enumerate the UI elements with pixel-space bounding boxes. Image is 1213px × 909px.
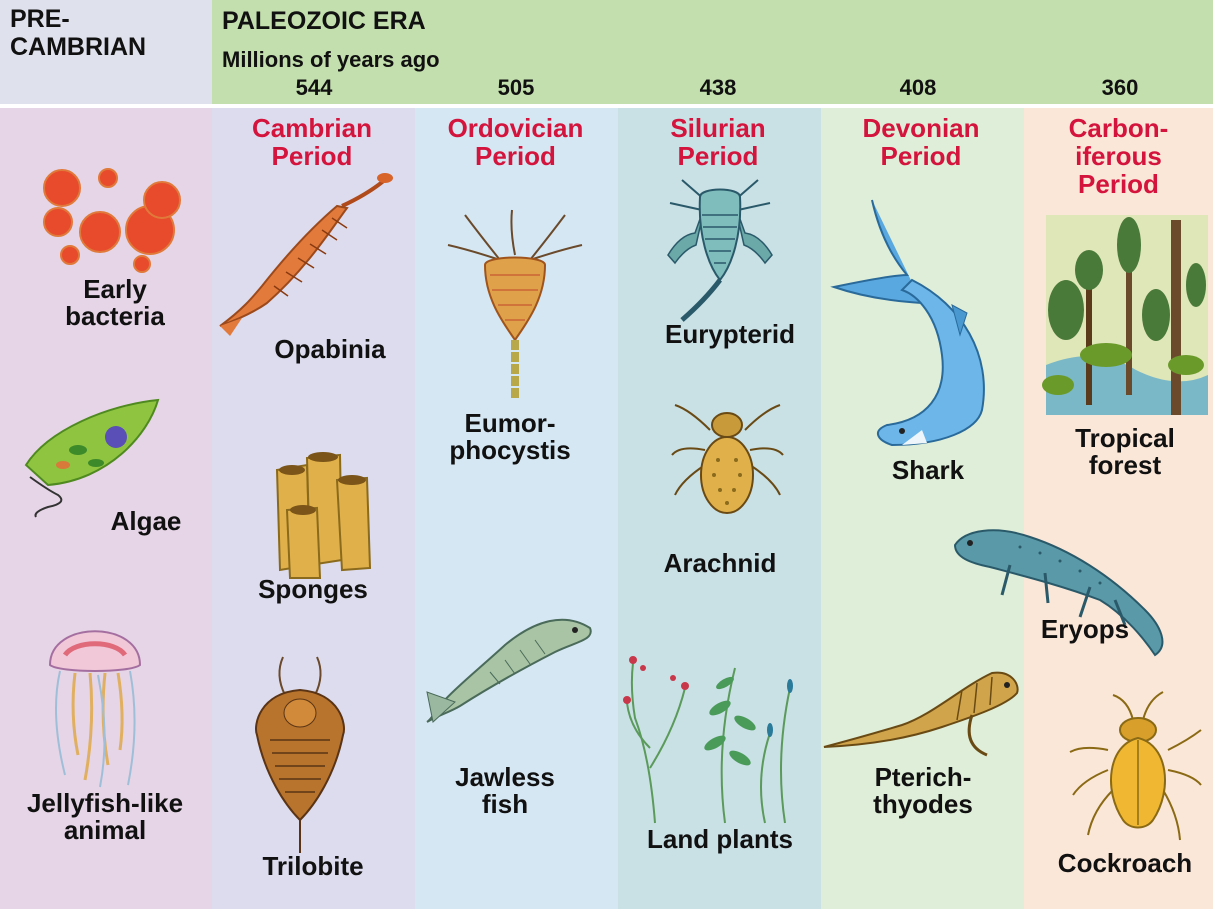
- shark-label: Shark: [858, 457, 998, 484]
- jawless-fish-label: Jawless fish: [430, 764, 580, 819]
- algae-illustration: [18, 395, 168, 520]
- sponges-illustration: [262, 440, 382, 580]
- opabinia-illustration: [212, 168, 397, 338]
- jawless-fish-illustration: [425, 610, 595, 725]
- sponges-label: Sponges: [238, 576, 388, 603]
- period-title-silurian: Silurian Period: [618, 114, 818, 170]
- year-label: 438: [668, 76, 768, 99]
- pterichthyodes-label: Pterich- thyodes: [848, 764, 998, 819]
- eumorphocystis-label: Eumor- phocystis: [435, 410, 585, 465]
- eumorphocystis-illustration: [440, 205, 590, 410]
- tropical-forest-illustration: [1046, 215, 1208, 415]
- eurypterid-illustration: [660, 175, 780, 323]
- algae-label: Algae: [96, 508, 196, 535]
- period-title-cambrian: Cambrian Period: [212, 114, 412, 170]
- years-subtitle: Millions of years ago: [222, 48, 440, 71]
- period-title-devonian: Devonian Period: [818, 114, 1024, 170]
- early-bacteria-illustration: [30, 160, 200, 275]
- arachnid-illustration: [670, 395, 785, 525]
- land-plants-label: Land plants: [620, 826, 820, 853]
- trilobite-label: Trilobite: [238, 853, 388, 880]
- cockroach-illustration: [1068, 690, 1203, 845]
- tropical-forest-label: Tropical forest: [1040, 425, 1210, 480]
- jellyfish-illustration: [40, 615, 150, 790]
- jellyfish-label: Jellyfish-like animal: [0, 790, 210, 845]
- precambrian-title: PRE- CAMBRIAN: [10, 6, 146, 61]
- arachnid-label: Arachnid: [640, 550, 800, 577]
- period-title-carboniferous: Carbon- iferous Period: [1024, 114, 1213, 198]
- eryops-label: Eryops: [1010, 616, 1160, 643]
- land-plants-illustration: [625, 648, 820, 823]
- trilobite-illustration: [245, 655, 355, 855]
- era-title: PALEOZOIC ERA: [222, 8, 426, 34]
- year-label: 408: [868, 76, 968, 99]
- year-label: 505: [466, 76, 566, 99]
- opabinia-label: Opabinia: [255, 336, 405, 363]
- eurypterid-label: Eurypterid: [645, 321, 815, 348]
- period-title-ordovician: Ordovician Period: [413, 114, 618, 170]
- year-label: 544: [264, 76, 364, 99]
- pterichthyodes-illustration: [822, 665, 1022, 760]
- cockroach-label: Cockroach: [1040, 850, 1210, 877]
- year-label: 360: [1070, 76, 1170, 99]
- early-bacteria-label: Early bacteria: [40, 276, 190, 331]
- shark-illustration: [832, 195, 1012, 455]
